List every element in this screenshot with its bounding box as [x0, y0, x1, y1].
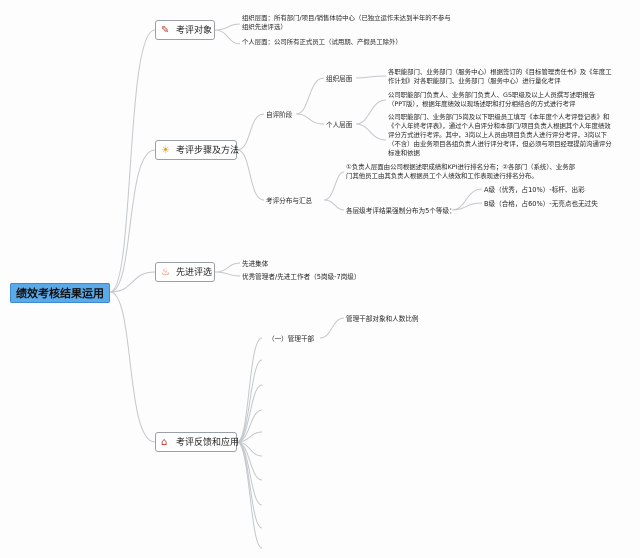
step-grade-a: A级（优秀，占10%）-标杆、出彩 [484, 186, 585, 194]
adv-item-collective: 先进集体 [242, 260, 269, 268]
feed-cadre-text: 管理干部对象和人数比例 [346, 315, 419, 323]
fire-icon: ♨ [161, 267, 170, 278]
feed-cadre-label: （一）管理干部 [268, 335, 315, 343]
step-person-text-1: 公司职能部门负责人、业务部门负责人、G5职级及以上人员撰写述职报告（PPT版），… [388, 91, 596, 108]
link-root-adv [109, 271, 156, 293]
obj-person-text: 个人层面：公司所有正式员工（试用期、产假员工除外） [242, 38, 402, 46]
obj-org-text: 组织层面：所有部门/项目/销售体验中心（已独立运作未达到半年的不参与组织先进评选… [242, 14, 451, 31]
step-org-label: 组织层面 [326, 75, 353, 83]
branch-label: 考评反馈和应用 [176, 438, 240, 448]
home-icon: ⌂ [161, 437, 168, 448]
branch-evaluation-steps[interactable]: ☀ 考评步骤及方法 [155, 140, 240, 160]
step-self-label: 自评阶段 [266, 111, 293, 119]
step-grade-b: B级（合格，占60%）-无亮点也无过失 [484, 200, 598, 208]
step-person-label: 个人层面 [326, 121, 353, 129]
pencil-icon: ✎ [161, 25, 170, 36]
step-org-text: 各职能部门、业务部门（服务中心）根据签订的《目标管理责任书》及《年度工作计划》对… [388, 68, 612, 85]
branch-feedback-application[interactable]: ⌂ 考评反馈和应用 [155, 432, 240, 452]
branch-advanced-selection[interactable]: ♨ 先进评选 [155, 262, 215, 282]
link-obj [214, 23, 241, 31]
link-step-self [236, 113, 265, 151]
step-dist-label: 考评分布与汇总 [266, 197, 313, 205]
link-root-feed [109, 291, 156, 443]
link-step-dist [236, 149, 265, 201]
branch-label: 考评步骤及方法 [176, 146, 240, 156]
branch-label: 先进评选 [176, 268, 213, 278]
branch-label: 考评对象 [176, 26, 213, 36]
step-dist-text: ①负责人层面由公司根据述职成绩和KPI进行排名分布；②各部门（系统）、业务部门其… [346, 163, 576, 180]
link-root-obj [109, 29, 156, 293]
step-grade-label: 各层级考评结果强制分布为5个等级： [346, 207, 456, 215]
step-person-text-2: 公司职能部门、业务部门5岗及以下职级员工填写《本年度个人考评登记表》和《个人年终… [388, 113, 612, 157]
link-root-step [109, 149, 156, 293]
branch-evaluation-object[interactable]: ✎ 考评对象 [155, 20, 215, 40]
root-node[interactable]: 绩效考核结果运用 [10, 283, 110, 303]
sun-icon: ☀ [161, 145, 170, 156]
adv-item-excellent: 优秀管理者/先进工作者（5岗级-7岗级） [242, 273, 361, 281]
